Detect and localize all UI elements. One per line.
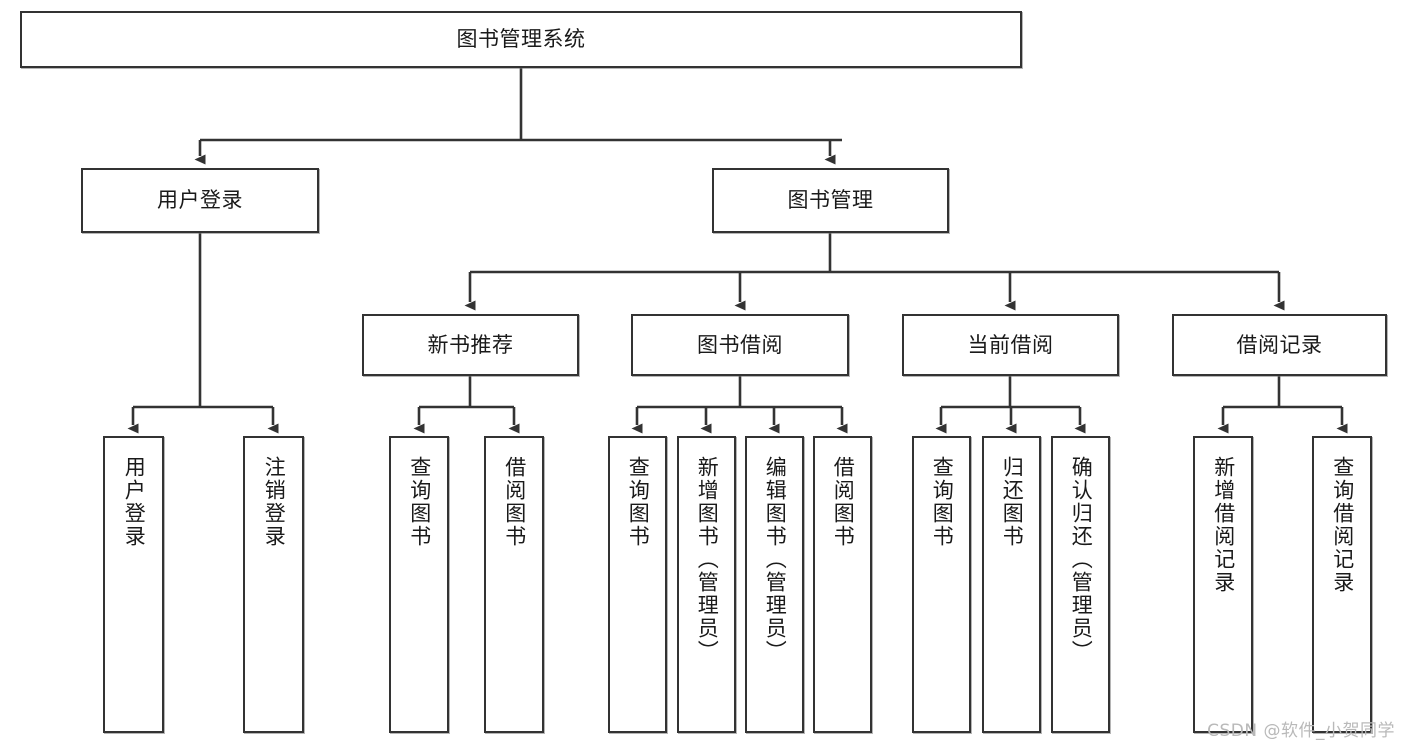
node-book-management-label: 图书管理 [787,188,874,213]
node-book-management[interactable]: 图书管理 [712,168,949,233]
node-leaf-confirm-return-admin[interactable]: 确认归还（管理员） [1051,436,1110,733]
node-user-login-label: 用户登录 [157,188,243,213]
node-leaf-add-borrow-record[interactable]: 新增借阅记录 [1193,436,1253,733]
node-leaf-query-borrow-record-label: 查询借阅记录 [1330,456,1355,594]
node-leaf-user-login-label: 用户登录 [122,456,147,548]
node-leaf-add-book-admin-label: 新增图书（管理员） [695,456,720,663]
node-leaf-borrow-book-recommend-label: 借阅图书 [502,456,527,548]
node-leaf-user-logout-label: 注销登录 [262,456,287,548]
node-book-borrow[interactable]: 图书借阅 [631,314,849,376]
node-leaf-query-borrow-record[interactable]: 查询借阅记录 [1312,436,1372,733]
node-leaf-query-book-recommend[interactable]: 查询图书 [389,436,449,733]
node-leaf-edit-book-admin[interactable]: 编辑图书（管理员） [745,436,804,733]
node-leaf-borrow-book-label: 借阅图书 [831,456,856,548]
node-root-label: 图书管理系统 [456,27,586,52]
node-root[interactable]: 图书管理系统 [20,11,1022,68]
node-leaf-return-book[interactable]: 归还图书 [982,436,1041,733]
node-leaf-user-logout[interactable]: 注销登录 [243,436,304,733]
node-leaf-user-login[interactable]: 用户登录 [103,436,164,733]
node-leaf-query-book-current[interactable]: 查询图书 [912,436,971,733]
node-leaf-query-book-current-label: 查询图书 [930,456,955,548]
csdn-watermark: CSDN @软件_小贺同学 [1207,721,1395,741]
node-leaf-query-book-borrow[interactable]: 查询图书 [608,436,667,733]
node-leaf-edit-book-admin-label: 编辑图书（管理员） [763,456,788,663]
node-leaf-query-book-recommend-label: 查询图书 [407,456,432,548]
node-leaf-return-book-label: 归还图书 [1000,456,1025,548]
node-leaf-confirm-return-admin-label: 确认归还（管理员） [1069,456,1094,663]
node-new-book-recommend-label: 新书推荐 [427,332,514,357]
node-book-borrow-label: 图书借阅 [697,332,783,357]
node-current-borrow-label: 当前借阅 [967,332,1054,357]
node-new-book-recommend[interactable]: 新书推荐 [362,314,579,376]
node-leaf-borrow-book-recommend[interactable]: 借阅图书 [484,436,544,733]
node-current-borrow[interactable]: 当前借阅 [902,314,1119,376]
node-user-login[interactable]: 用户登录 [81,168,319,233]
node-leaf-query-book-borrow-label: 查询图书 [626,456,651,548]
node-borrow-record[interactable]: 借阅记录 [1172,314,1387,376]
node-leaf-borrow-book[interactable]: 借阅图书 [813,436,872,733]
node-leaf-add-book-admin[interactable]: 新增图书（管理员） [677,436,736,733]
node-borrow-record-label: 借阅记录 [1236,332,1323,357]
node-leaf-add-borrow-record-label: 新增借阅记录 [1211,456,1236,594]
